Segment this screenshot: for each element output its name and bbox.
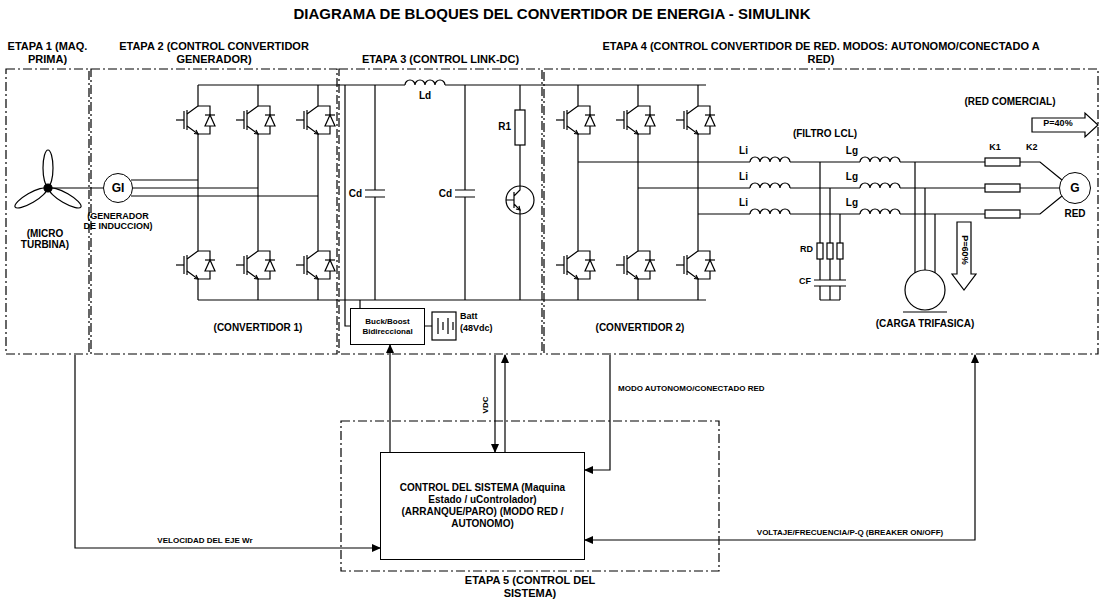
signal-connector — [75, 355, 380, 548]
signal-label: VELOCIDAD DEL EJE Wr — [155, 536, 254, 546]
part-label: (MICRO TURBINA) — [15, 228, 75, 250]
dash-dot-border — [544, 69, 1098, 354]
part-label: RED — [1064, 208, 1085, 219]
part-label: (RED COMERCIAL) — [964, 96, 1055, 107]
part-label: Lg — [846, 197, 858, 208]
node-text: G — [1066, 181, 1083, 195]
signal-label: MODO AUTONOMO/CONECTADO RED — [616, 384, 767, 394]
part-label: P=60% — [959, 235, 969, 264]
signal-label: VDC — [481, 395, 491, 416]
node-text: CONTROL DEL SISTEMA (Maquina Estado / uC… — [381, 482, 584, 530]
part-label: (CONVERTIDOR 1) — [214, 322, 303, 333]
part-label: (CARGA TRIFASICA) — [876, 318, 975, 329]
stage-heading: ETAPA 1 (MAQ. PRIMA) — [4, 40, 92, 66]
stage-heading: ETAPA 4 (CONTROL CONVERTIDOR DE RED. MOD… — [596, 40, 1046, 66]
machine-circle: G — [1059, 172, 1091, 204]
dash-dot-border — [339, 69, 542, 354]
dash-dot-border — [341, 421, 719, 571]
part-label: Li — [739, 145, 748, 156]
block-box: CONTROL DEL SISTEMA (Maquina Estado / uC… — [380, 452, 585, 560]
signal-connector — [585, 355, 610, 470]
stage-region: ETAPA 5 (CONTROL DEL SISTEMA)CONTROL DEL… — [340, 420, 720, 572]
stage-heading: ETAPA 3 (CONTROL LINK-DC) — [338, 53, 543, 66]
signal-connector — [389, 345, 390, 452]
part-label: Lg — [846, 145, 858, 156]
block-box: Buck/Boost Bidireccional — [350, 308, 425, 345]
dash-dot-border — [6, 69, 89, 354]
signal-connector — [504, 355, 505, 452]
stage-region: ETAPA 4 (CONTROL CONVERTIDOR DE RED. MOD… — [543, 68, 1099, 355]
node-text: GI — [108, 181, 129, 195]
part-label: (48Vdc) — [460, 324, 493, 334]
part-label: CF — [799, 277, 811, 287]
stage-region: ETAPA 1 (MAQ. PRIMA) — [5, 68, 90, 355]
signal-connector — [494, 355, 495, 452]
part-label: Ld — [419, 90, 431, 101]
part-label: Cd — [349, 188, 362, 199]
signal-label: VOLTAJE/FRECUENCIA/P-Q (BREAKER ON/OFF) — [755, 528, 945, 538]
stage-region: ETAPA 3 (CONTROL LINK-DC)Buck/Boost Bidi… — [338, 68, 543, 355]
part-label: Batt — [460, 312, 478, 322]
part-label: RD — [800, 245, 813, 255]
part-label: (FILTRO LCL) — [793, 128, 857, 139]
diagram-title: DIAGRAMA DE BLOQUES DEL CONVERTIDOR DE E… — [0, 5, 1104, 22]
stage-outline — [5, 68, 90, 355]
part-label: K1 — [989, 143, 1001, 153]
part-label: Li — [739, 171, 748, 182]
machine-circle: GI — [103, 173, 133, 203]
stage-outline — [543, 68, 1099, 355]
part-label: (GENERADOR DE INDUCCION) — [81, 212, 156, 232]
part-label: Cd — [439, 188, 452, 199]
part-label: K2 — [1026, 143, 1038, 153]
part-label: Li — [739, 197, 748, 208]
stage-heading: ETAPA 5 (CONTROL DEL SISTEMA) — [455, 574, 605, 600]
part-label: Lg — [846, 171, 858, 182]
node-text: Buck/Boost Bidireccional — [351, 317, 424, 336]
signal-connector — [585, 355, 975, 540]
part-label: (CONVERTIDOR 2) — [596, 322, 685, 333]
stage-heading: ETAPA 2 (CONTROL CONVERTIDOR GENERADOR) — [94, 40, 334, 66]
part-label: R1 — [498, 121, 511, 132]
part-label: P=40% — [1043, 119, 1072, 129]
